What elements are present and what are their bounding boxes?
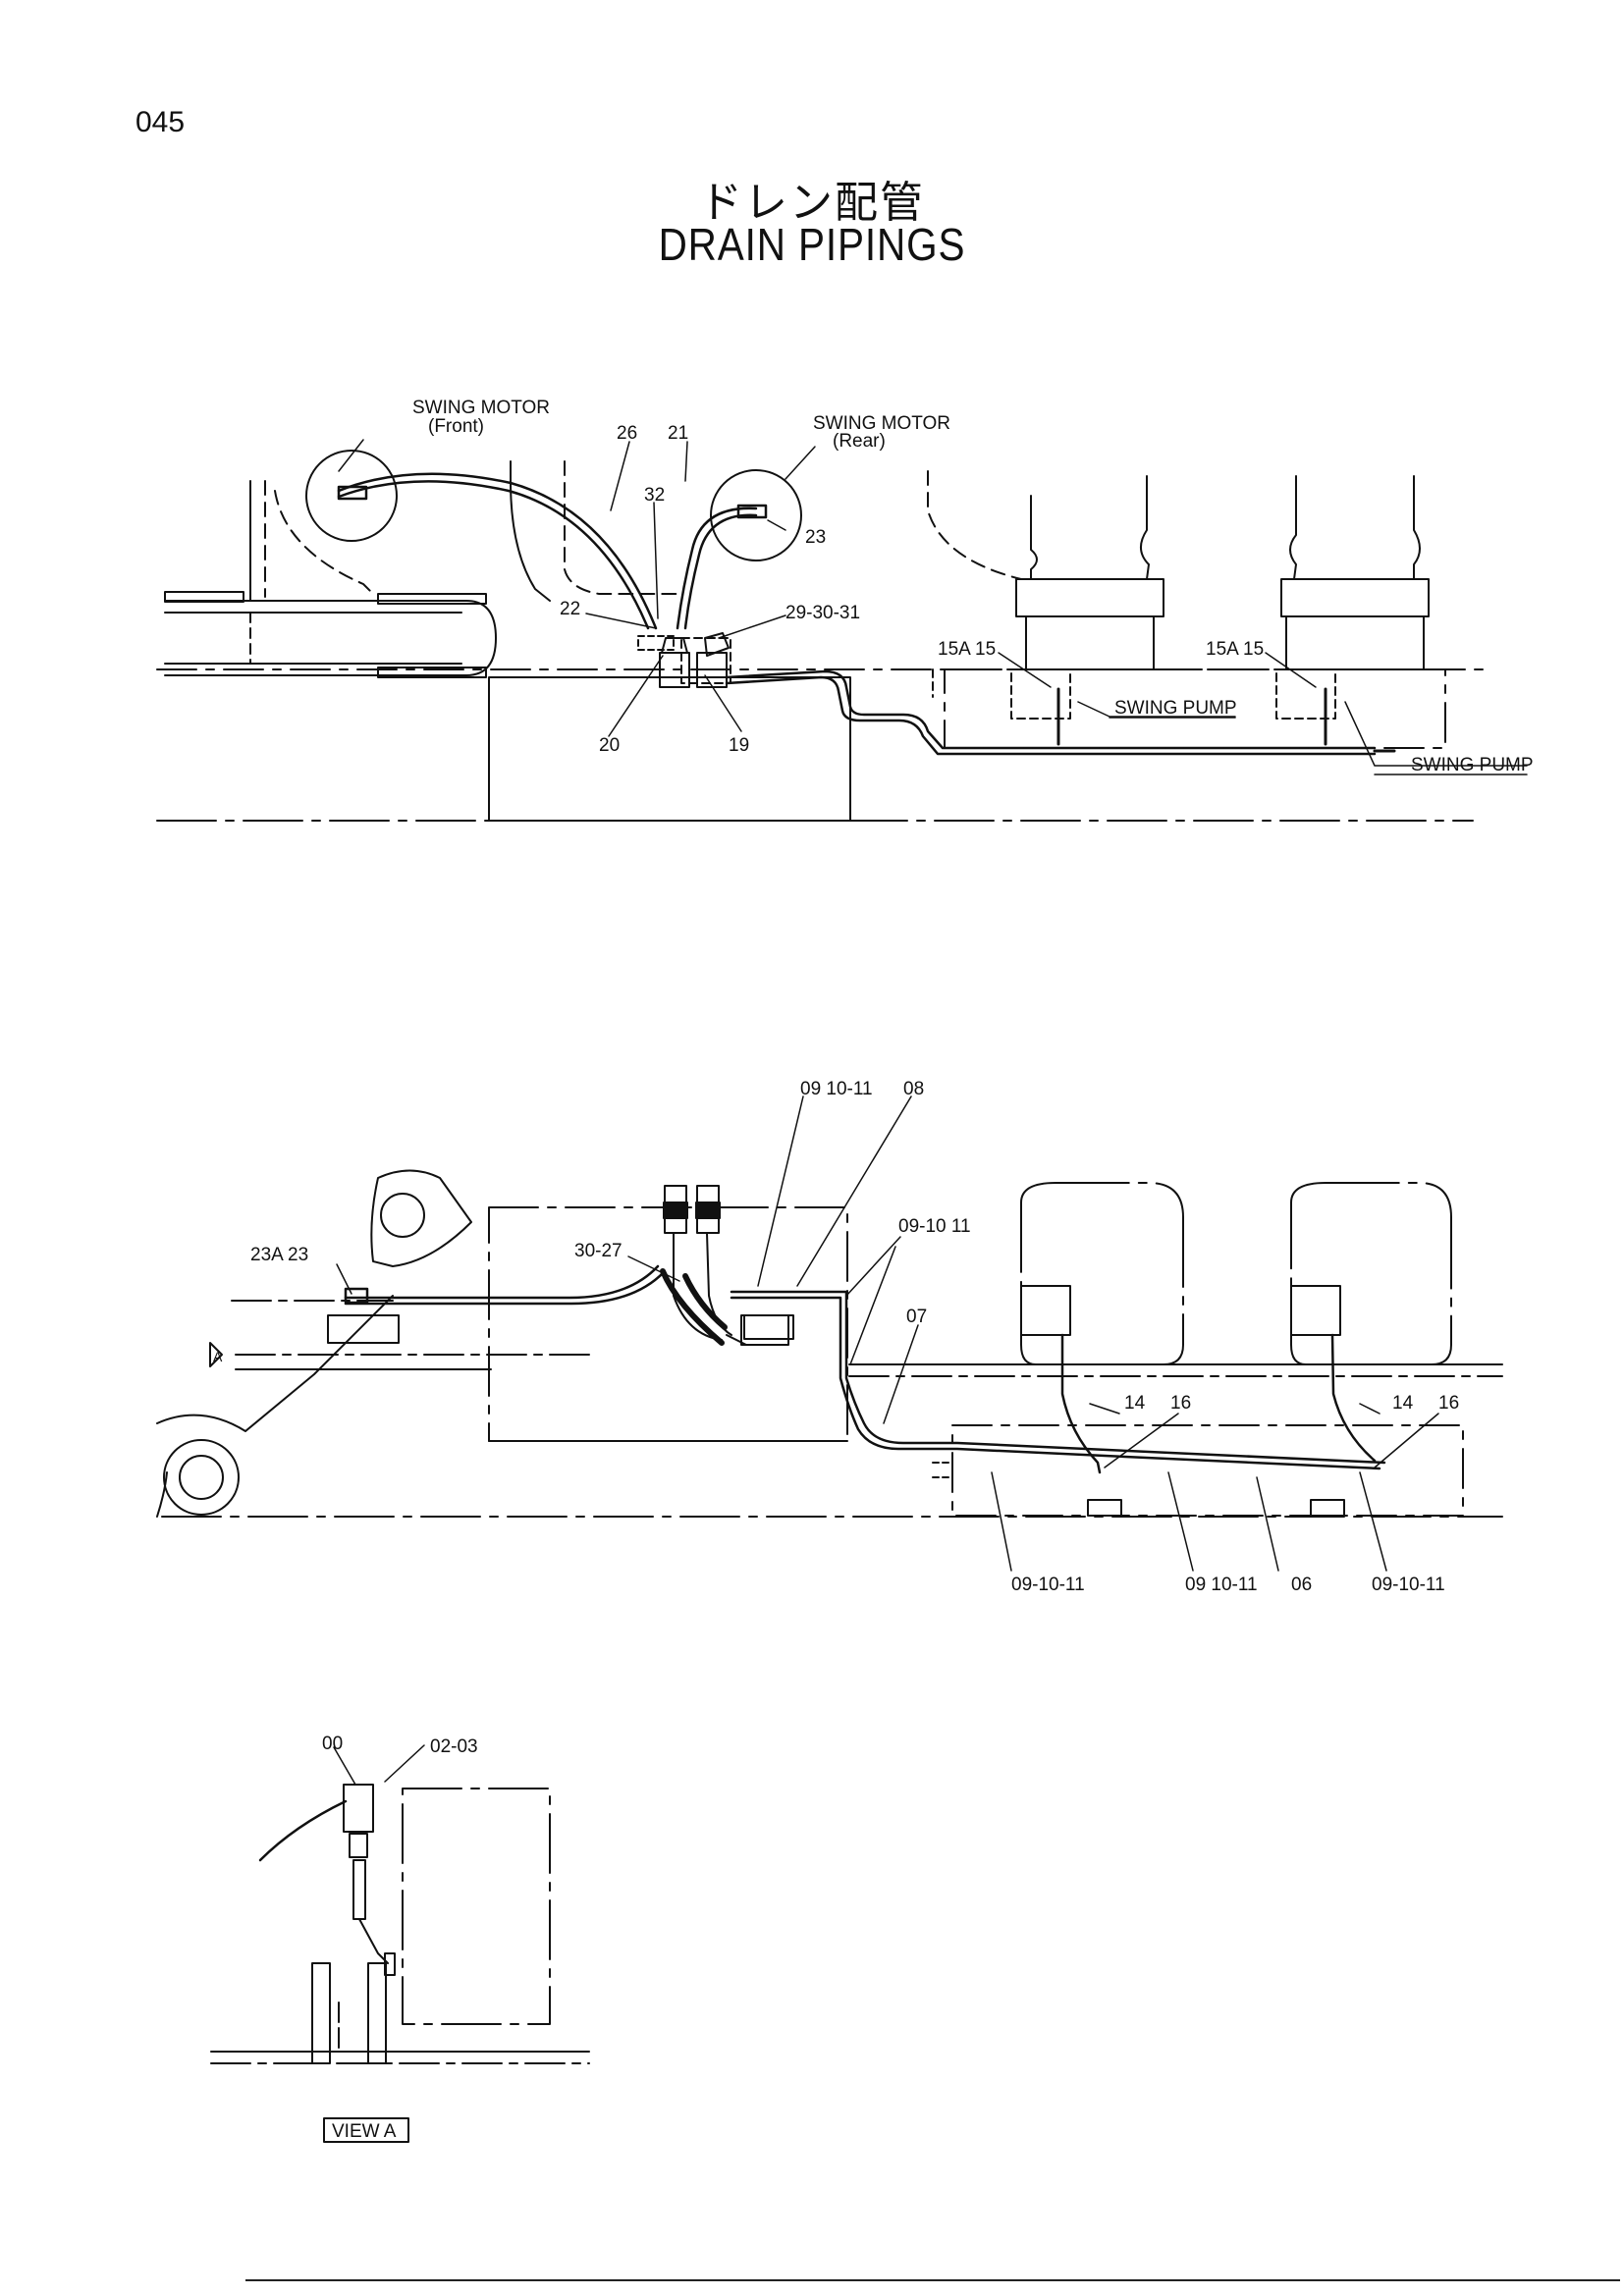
view-a-label: VIEW A	[332, 2121, 397, 2142]
callout-29-30-31: 29-30-31	[785, 603, 860, 623]
label-swing-motor-front: SWING MOTOR	[412, 398, 550, 418]
drain-hoses-motor	[337, 472, 768, 630]
boom-foot-circle	[163, 1439, 240, 1516]
callout-20: 20	[599, 735, 620, 756]
leader-lines-view1	[338, 439, 1528, 767]
callout-30-27: 30-27	[574, 1241, 623, 1261]
callout-19: 19	[729, 735, 749, 756]
view-side-elevation	[156, 439, 1528, 822]
view-plan	[156, 1095, 1503, 1572]
left-frame	[164, 480, 497, 678]
callout-15a-15-right: 15A 15	[1206, 639, 1264, 660]
callout-09-10-11-top: 09 10-11	[800, 1079, 873, 1099]
callout-26: 26	[617, 423, 637, 444]
leader-lines-view2	[336, 1095, 1439, 1572]
callout-16-right: 16	[1438, 1393, 1459, 1414]
label-swing-motor-rear-sub: (Rear)	[833, 431, 886, 452]
callout-02-03: 02-03	[430, 1736, 478, 1757]
label-swing-pump-1: SWING PUMP	[1114, 698, 1237, 719]
page-title: DRAIN PIPINGS	[658, 219, 966, 270]
label-swing-pump-2: SWING PUMP	[1411, 755, 1534, 775]
center-tank	[488, 676, 851, 822]
swing-motor-rear-circle	[710, 469, 802, 561]
callout-08: 08	[903, 1079, 924, 1099]
engines-view2	[1020, 1182, 1452, 1474]
callout-14-right: 14	[1392, 1393, 1414, 1414]
callout-21: 21	[668, 423, 688, 444]
callout-07: 07	[906, 1307, 927, 1327]
valves-view2	[660, 1185, 789, 1346]
drain-pipes-view2	[344, 1264, 1386, 1470]
callout-09-10-11-side: 09-10 11	[898, 1216, 971, 1237]
view-a-detail	[210, 1744, 590, 2143]
swing-motor-front-circle	[305, 450, 398, 542]
callout-23: 23	[805, 527, 826, 548]
bottom-rule	[245, 2279, 1620, 2281]
callout-16-left: 16	[1170, 1393, 1191, 1414]
view-a-arrow-label: A	[213, 1349, 223, 1364]
callout-14-left: 14	[1124, 1393, 1146, 1414]
page-number: 045	[135, 106, 186, 138]
callout-22: 22	[560, 599, 580, 619]
label-swing-motor-rear: SWING MOTOR	[813, 413, 950, 434]
callout-23a-23: 23A 23	[250, 1245, 308, 1265]
callout-00: 00	[322, 1734, 343, 1754]
callout-32: 32	[644, 485, 665, 506]
callout-09-10-11-b1: 09-10-11	[1011, 1575, 1085, 1595]
callout-06: 06	[1291, 1575, 1312, 1595]
callout-09-10-11-b3: 09-10-11	[1372, 1575, 1445, 1595]
callout-15a-15-left: 15A 15	[938, 639, 996, 660]
page-title-japanese: ドレン配管	[699, 178, 925, 228]
label-swing-motor-front-sub: (Front)	[428, 416, 484, 437]
callout-09-10-11-b2: 09 10-11	[1185, 1575, 1258, 1595]
view-a-label-box	[323, 2117, 409, 2143]
